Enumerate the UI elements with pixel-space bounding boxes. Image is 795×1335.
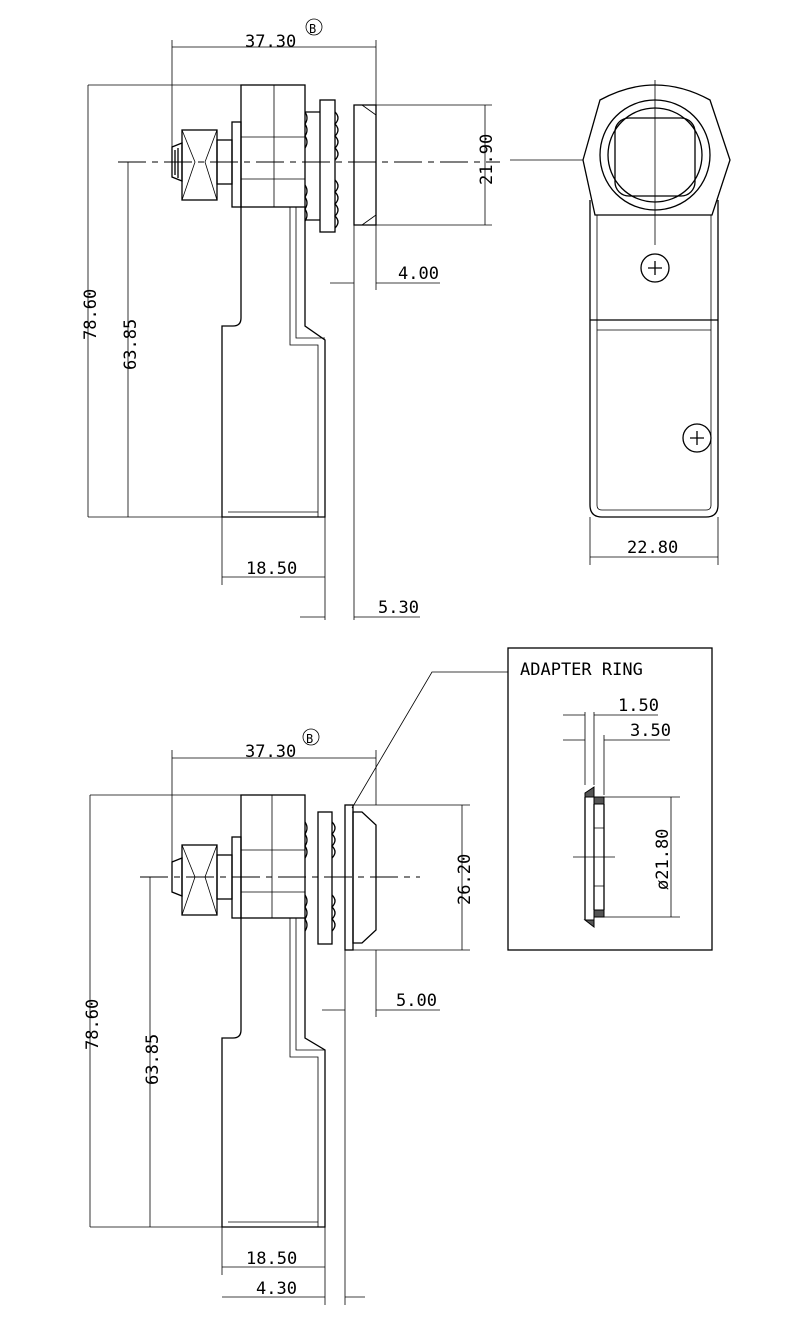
dim-height-center: 63.85 xyxy=(143,1034,163,1085)
dim-strap-width: 22.80 xyxy=(627,538,678,558)
dim-gap: 5.30 xyxy=(378,598,419,618)
dim-cap-offset: 5.00 xyxy=(396,991,437,1011)
detail-box xyxy=(507,647,713,951)
adapter-ring-detail: ADAPTER RING 1.50 3.50 ø21.80 xyxy=(507,647,713,951)
lever-arm xyxy=(221,918,326,1228)
dim-arm-width: 18.50 xyxy=(246,559,297,579)
dim-gap: 4.30 xyxy=(256,1279,297,1299)
nut xyxy=(181,844,218,916)
cap xyxy=(353,104,377,226)
dim-cap-offset: 4.00 xyxy=(398,264,439,284)
dim-height-center: 63.85 xyxy=(121,319,141,370)
nut xyxy=(181,129,218,201)
body-block xyxy=(240,84,306,208)
dim-width-overall: 37.30 xyxy=(245,742,296,762)
bottom-front-view: 37.30 B 26.20 78.60 63.85 5.00 xyxy=(83,671,508,1305)
leader-line xyxy=(351,671,508,809)
strap xyxy=(589,200,719,518)
dim-cap-diameter: 21.90 xyxy=(477,134,497,185)
flange xyxy=(317,811,333,945)
dim-arm-width: 18.50 xyxy=(246,1249,297,1269)
top-front-view: 37.30 B 21.90 78.60 63.85 xyxy=(81,18,500,620)
lever-arm xyxy=(221,207,326,518)
detail-title: ADAPTER RING xyxy=(520,660,643,680)
revision-mark: B xyxy=(306,732,313,746)
revision-mark: B xyxy=(309,22,316,36)
ring-section-bottom xyxy=(583,909,605,929)
screw-icon xyxy=(640,253,670,283)
dim-thickness-inner: 1.50 xyxy=(618,696,659,716)
dim-cap-diameter: 26.20 xyxy=(455,854,475,905)
body-block xyxy=(240,794,306,919)
flange xyxy=(319,99,336,233)
dim-height-overall: 78.60 xyxy=(83,999,103,1050)
dim-ring-diameter: ø21.80 xyxy=(653,829,673,890)
cap xyxy=(352,811,377,944)
ring-section-top xyxy=(584,786,605,805)
screw-icon xyxy=(682,423,712,453)
dim-height-overall: 78.60 xyxy=(81,289,101,340)
hex-nut xyxy=(582,84,731,216)
dim-width-overall: 37.30 xyxy=(245,32,296,52)
revision-circle xyxy=(305,18,323,36)
dim-thickness-outer: 3.50 xyxy=(630,721,671,741)
side-view: 22.80 xyxy=(510,80,731,565)
